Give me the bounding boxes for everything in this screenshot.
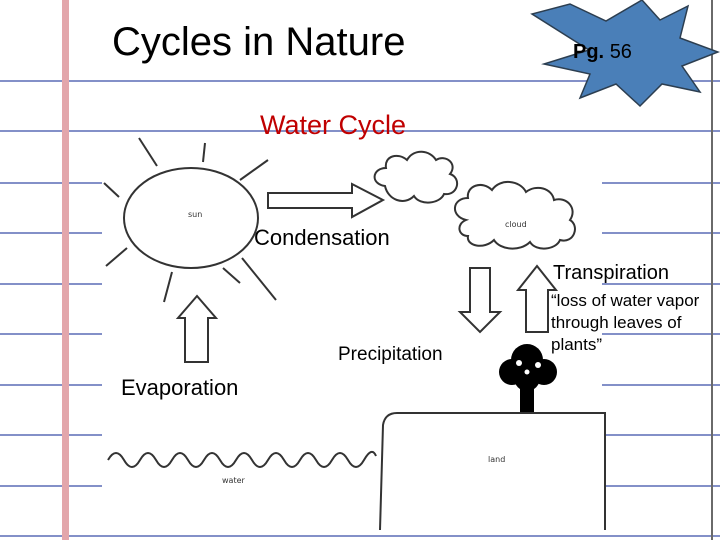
page-prefix: Pg. [573, 41, 605, 63]
sketch-label-sun: sun [188, 210, 203, 219]
land-icon [379, 412, 606, 531]
label-transpiration: Transpiration [553, 262, 669, 284]
sun-icon [103, 137, 277, 303]
cloud-icon [373, 150, 459, 204]
label-transpiration-note: “loss of water vapor through leaves of p… [551, 291, 700, 354]
arrow-down-icon [457, 267, 503, 334]
page-badge-star-icon [530, 0, 720, 108]
label-condensation: Condensation [254, 225, 390, 250]
page-number: 56 [609, 41, 632, 63]
label-precipitation: Precipitation [338, 344, 443, 365]
page-title: Cycles in Nature [112, 20, 406, 64]
arrow-up-icon [175, 294, 219, 363]
tree-icon [499, 344, 557, 412]
water-wave-icon [107, 450, 377, 468]
label-evaporation: Evaporation [121, 375, 239, 400]
right-border-line [711, 0, 713, 540]
arrow-right-icon [267, 182, 386, 219]
arrow-up-icon [515, 264, 559, 333]
large-cloud-icon [454, 181, 576, 250]
sketch-label-cloud: cloud [505, 220, 527, 229]
diagram-heading: Water Cycle [260, 110, 407, 140]
sketch-label-water: water [222, 476, 245, 485]
page-number-badge: Pg. 56 [573, 41, 632, 64]
margin-line [62, 0, 69, 540]
sketch-label-land: land [488, 455, 506, 464]
